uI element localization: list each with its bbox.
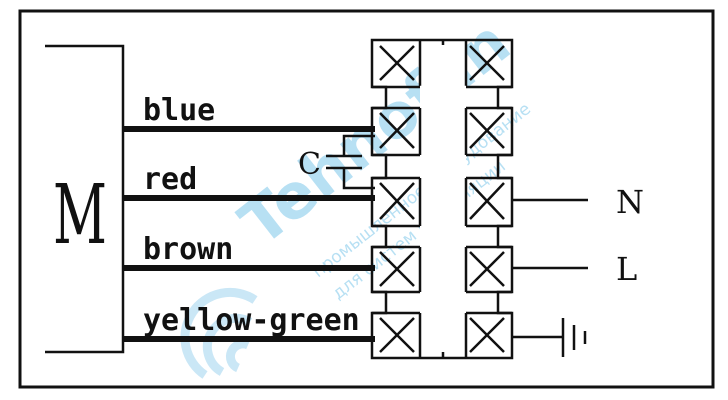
watermark-logo-icon (180, 287, 258, 379)
wire-label-red: red (143, 162, 197, 197)
terminal-label-line: L (616, 250, 637, 288)
capacitor-label: C (298, 147, 321, 182)
ground-icon (561, 318, 587, 357)
terminal-label-neutral: N (616, 183, 644, 221)
supply-lines (512, 198, 588, 339)
motor-label: M (53, 168, 107, 263)
motor-wires (123, 126, 375, 342)
capacitor (326, 134, 375, 190)
motor: M (45, 44, 125, 354)
terminal-block (370, 38, 514, 360)
wire-label-yellow-green: yellow-green (143, 303, 360, 338)
outer-frame (18, 9, 715, 389)
terminal-crosses (379, 45, 505, 353)
wire-label-brown: brown (143, 232, 233, 267)
wire-label-blue: blue (143, 93, 215, 128)
